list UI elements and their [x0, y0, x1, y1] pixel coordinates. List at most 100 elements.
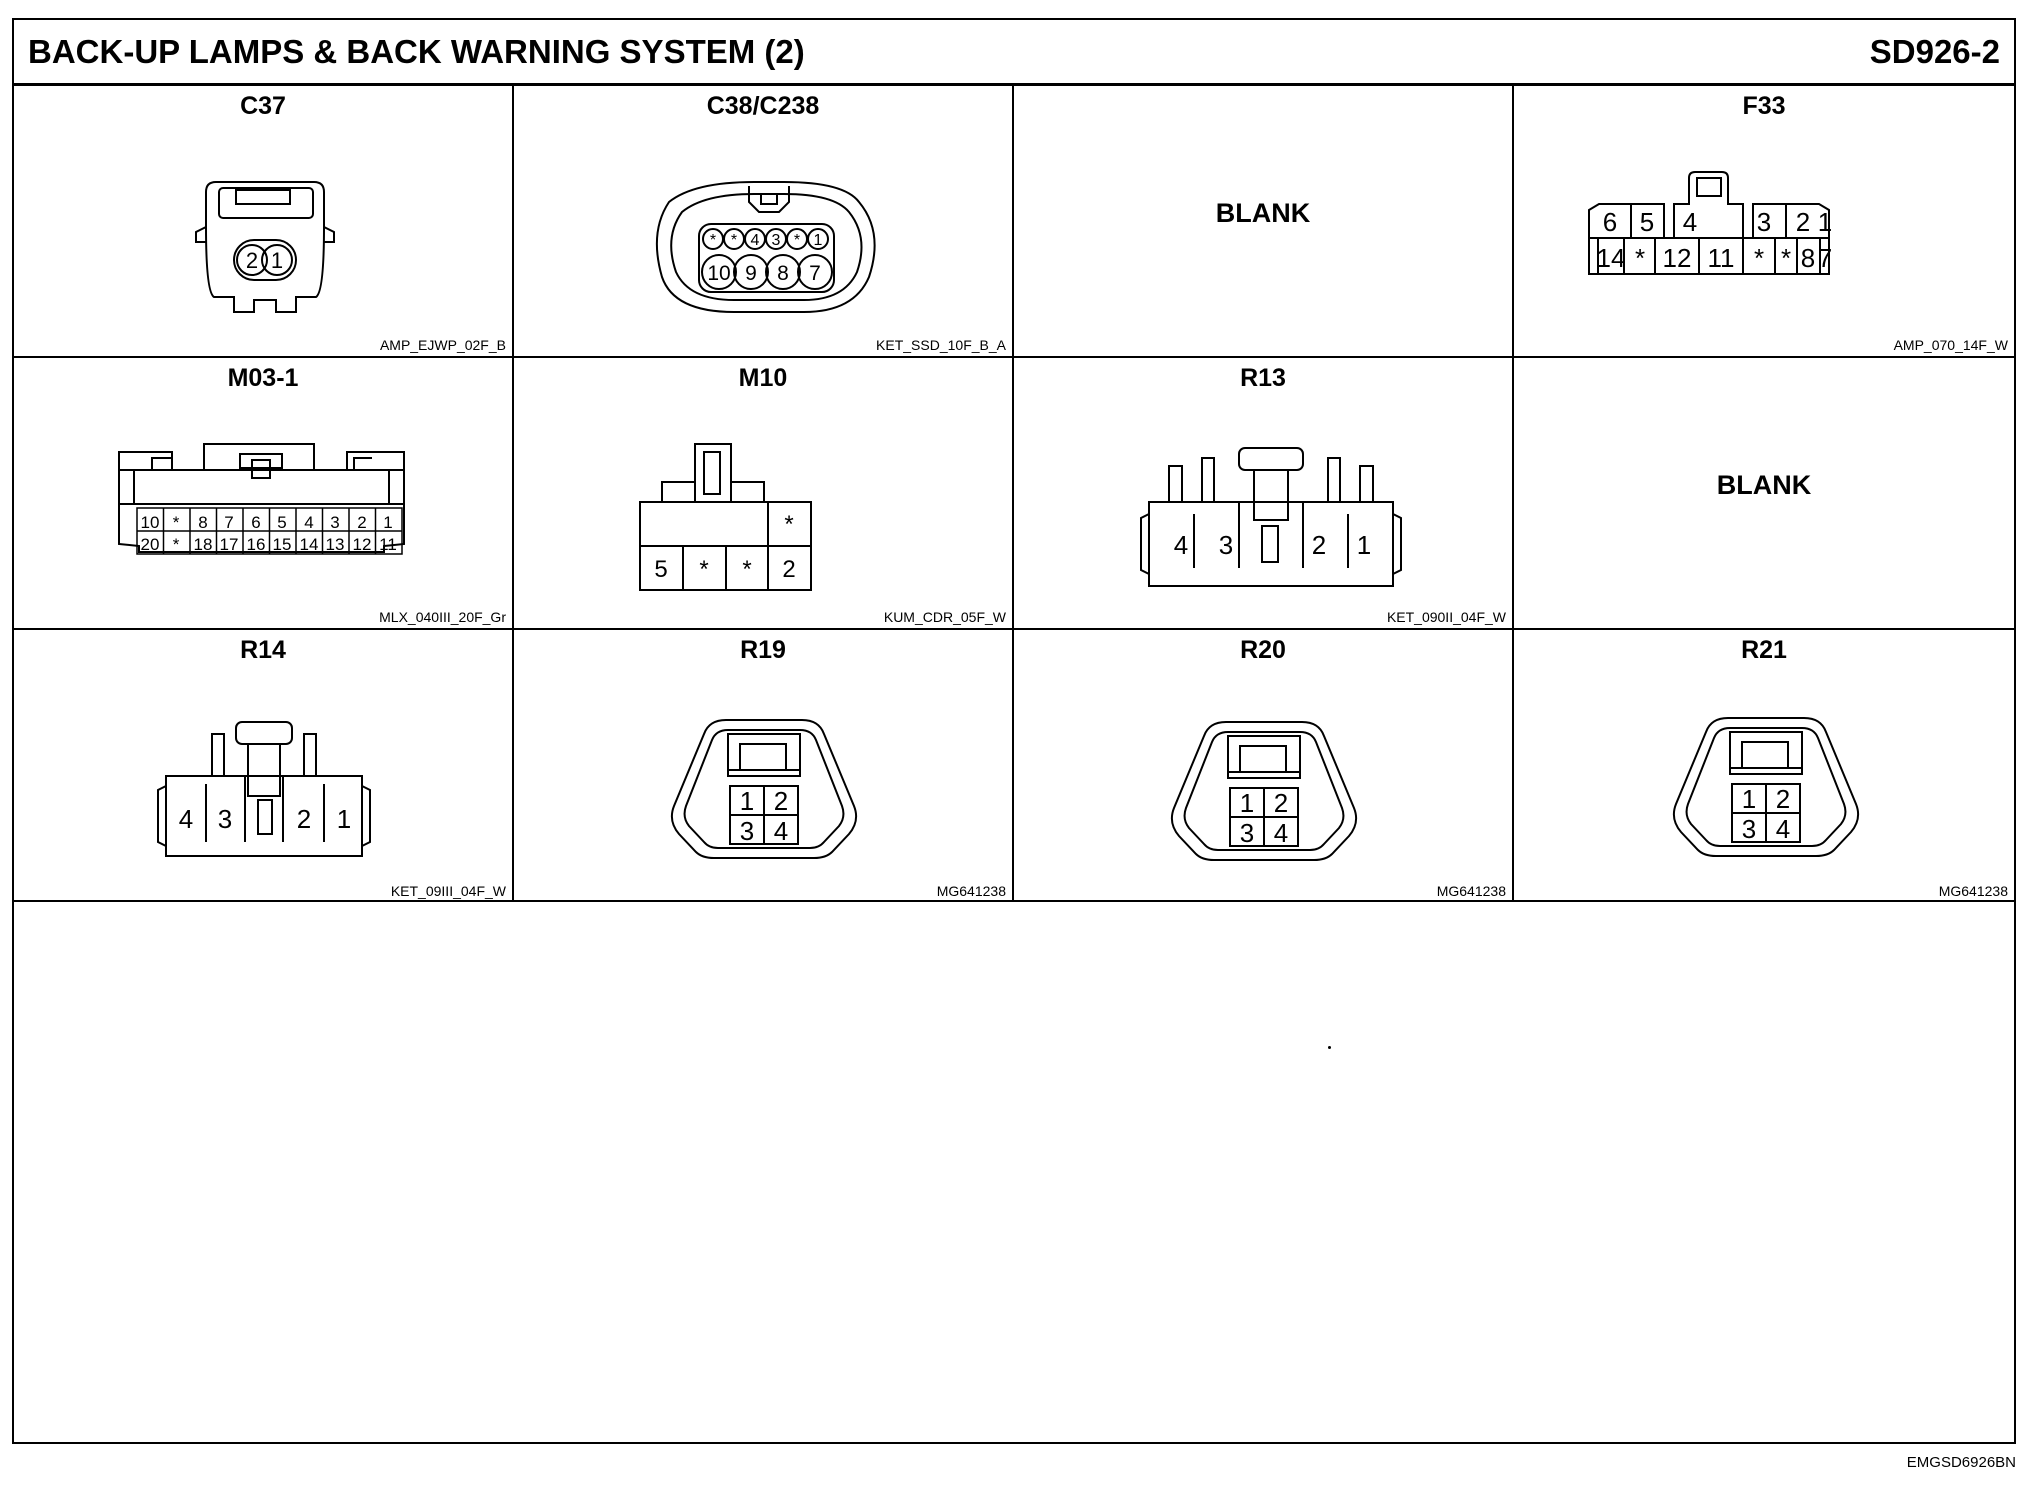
pin-label: * — [1781, 243, 1791, 273]
pin-label: * — [173, 513, 180, 532]
pin-label: 2 — [1776, 784, 1790, 814]
pin-label: * — [699, 556, 708, 583]
pin-label: 4 — [1776, 814, 1790, 844]
connector-name: C37 — [240, 92, 286, 120]
blank-label: BLANK — [1215, 198, 1311, 228]
pin-label: 1 — [740, 786, 754, 816]
pin-label: 2 — [774, 786, 788, 816]
pin-label: 12 — [353, 535, 372, 554]
pin-label: 4 — [751, 232, 760, 249]
connector-part-number: MG641238 — [1938, 883, 2008, 899]
pin-label: 1 — [1742, 784, 1756, 814]
connector-name: R13 — [1240, 364, 1286, 392]
pin-label: 3 — [1219, 530, 1233, 560]
pin-label: 20 — [141, 535, 160, 554]
blank-label: BLANK — [1716, 470, 1812, 500]
pin-label: 4 — [774, 816, 788, 846]
pin-label: 1 — [271, 248, 283, 273]
pin-label: * — [173, 535, 180, 554]
connector-cell-r20: R20 1 2 3 4 MG641238 — [1014, 630, 1514, 902]
connector-part-number: KUM_CDR_05F_W — [883, 609, 1006, 625]
connector-cell-f33: F33 6 5 4 3 2 1 — [1514, 86, 2014, 358]
connector-m03-1-drawing: 10 * 8 7 6 5 4 3 2 1 20 * 18 17 16 15 14 — [118, 443, 405, 555]
pin-label: 1 — [1357, 530, 1371, 560]
pin-label: 9 — [745, 262, 757, 285]
pin-label: 4 — [1174, 530, 1188, 560]
connector-part-number: AMP_EJWP_02F_B — [379, 337, 506, 353]
connector-name: C38/C238 — [706, 92, 820, 120]
connector-name: M10 — [738, 364, 788, 392]
pin-label: 6 — [251, 513, 260, 532]
connector-part-number: MG641238 — [1436, 883, 1506, 899]
pin-label: 4 — [304, 513, 313, 532]
connector-cell-r13: R13 4 3 2 1 KET_ — [1014, 358, 1514, 630]
pin-label: 2 — [297, 804, 311, 834]
pin-label: 15 — [273, 535, 292, 554]
connector-part-number: AMP_070_14F_W — [1893, 337, 2008, 353]
pin-label: 5 — [1640, 207, 1654, 237]
pin-label: 6 — [1603, 207, 1617, 237]
connector-c37-drawing — [195, 181, 335, 313]
connector-cell-r21: R21 1 2 3 4 MG641238 — [1514, 630, 2014, 902]
connector-cell-r19: R19 1 2 3 4 MG641238 — [514, 630, 1014, 902]
connector-part-number: MG641238 — [936, 883, 1006, 899]
pin-label: 3 — [1240, 818, 1254, 848]
pin-label: 3 — [1742, 814, 1756, 844]
page-title: BACK-UP LAMPS & BACK WARNING SYSTEM (2) — [28, 33, 805, 70]
pin-label: 16 — [247, 535, 266, 554]
pin-label: 3 — [740, 816, 754, 846]
connector-name: R19 — [740, 636, 786, 664]
pin-label: 1 — [1818, 207, 1832, 237]
pin-label: 7 — [224, 513, 233, 532]
connector-part-number: MLX_040III_20F_Gr — [379, 609, 506, 625]
connector-name: F33 — [1742, 92, 1786, 120]
pin-label: 17 — [220, 535, 239, 554]
pin-label: 8 — [1801, 243, 1815, 273]
pin-label: 11 — [1708, 243, 1735, 273]
connector-cell-c38-c238: C38/C238 * * 4 3 * 1 — [514, 86, 1014, 358]
connector-cell-blank-2: BLANK — [1514, 358, 2014, 630]
connector-r14-drawing: 4 3 2 1 — [157, 721, 371, 857]
pin-label: 5 — [277, 513, 286, 532]
document-number: SD926-2 — [1869, 33, 2000, 70]
pin-label: 7 — [1818, 243, 1832, 273]
pin-label: * — [794, 232, 800, 249]
pin-label: 7 — [809, 262, 821, 285]
pin-label: 11 — [379, 535, 397, 554]
pin-label: 2 — [246, 248, 258, 273]
connector-part-number: KET_09III_04F_W — [390, 883, 506, 899]
pin-label: 3 — [772, 232, 781, 249]
diagram-sheet: BACK-UP LAMPS & BACK WARNING SYSTEM (2) … — [12, 18, 2016, 1444]
pin-label: 14 — [1597, 243, 1626, 273]
connector-f33-drawing: 6 5 4 3 2 1 14 * 12 11 * * 8 7 — [1588, 171, 1832, 275]
pin-label: 2 — [782, 556, 795, 583]
pin-label: 2 — [1796, 207, 1810, 237]
pin-label: 3 — [330, 513, 339, 532]
connector-cell-m10: M10 * 5 * * 2 KUM_CDR_05F_W — [514, 358, 1014, 630]
footer-code: EMGSD6926BN — [1906, 1454, 2016, 1471]
c37-pins: 2 1 — [236, 244, 293, 276]
pin-label: 3 — [1757, 207, 1771, 237]
pin-label: 2 — [1274, 788, 1288, 818]
pin-label: 2 — [357, 513, 366, 532]
connector-name: R20 — [1240, 636, 1286, 664]
pin-label: 18 — [194, 535, 213, 554]
header-bar: BACK-UP LAMPS & BACK WARNING SYSTEM (2) … — [14, 20, 2014, 86]
pin-label: * — [710, 232, 716, 249]
pin-label: 1 — [383, 513, 392, 532]
connector-r13-drawing: 4 3 2 1 — [1140, 447, 1402, 587]
connector-r21-drawing: 1 2 3 4 — [1672, 717, 1860, 857]
connector-name: R21 — [1741, 636, 1787, 664]
pin-label: 10 — [141, 513, 160, 532]
pin-label: 1 — [814, 232, 823, 249]
connector-cell-m03-1: M03-1 10 * 8 7 6 — [14, 358, 514, 630]
connector-part-number: KET_090II_04F_W — [1386, 609, 1506, 625]
connector-cell-r14: R14 4 3 2 1 KET_09III_04F_W — [14, 630, 514, 902]
connector-grid: C37 2 1 AMP_EJWP_02F_B — [14, 86, 2014, 902]
scan-speck — [1328, 1046, 1331, 1049]
pin-label: 8 — [198, 513, 207, 532]
pin-label: 4 — [179, 804, 193, 834]
pin-label: 10 — [707, 262, 730, 285]
connector-m10-drawing: * 5 * * 2 — [639, 443, 812, 591]
connector-r20-drawing: 1 2 3 4 — [1170, 721, 1358, 861]
